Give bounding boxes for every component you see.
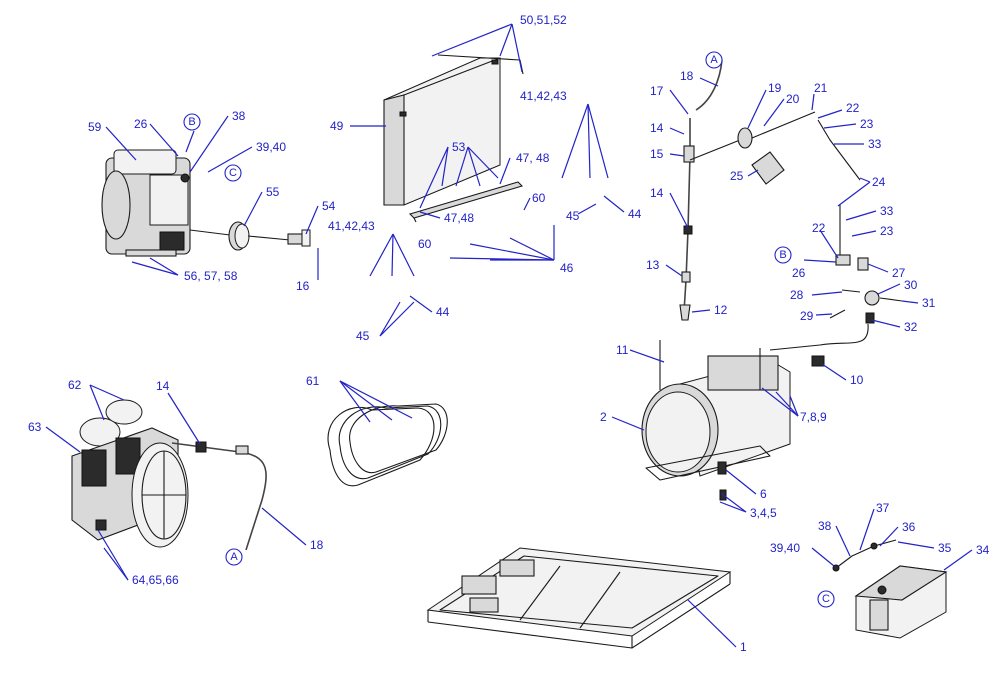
panel-mounting-bracket xyxy=(408,181,524,223)
callout-45-right: 45 xyxy=(566,209,580,223)
callout-28: 28 xyxy=(790,288,804,302)
reference-marker-a-top: A xyxy=(705,51,723,69)
callout-25: 25 xyxy=(730,169,744,183)
pressure-switch-assembly xyxy=(737,111,861,185)
callout-35: 35 xyxy=(938,541,952,555)
callout-49: 49 xyxy=(330,119,344,133)
reference-marker-b-top: B xyxy=(183,113,201,131)
callout-26-right: 26 xyxy=(792,266,806,280)
callout-45-mid: 45 xyxy=(356,329,370,343)
callout-53: 53 xyxy=(452,140,466,154)
base-frame xyxy=(426,547,732,649)
svg-text:B: B xyxy=(188,116,195,128)
engine-pulley xyxy=(228,221,291,251)
callout-18-top: 18 xyxy=(680,69,694,83)
callout-18-left: 18 xyxy=(310,538,324,552)
callout-17: 17 xyxy=(650,84,664,98)
callout-labels: 50,51,52 49 53 47, 48 47,48 60 60 46 41,… xyxy=(28,13,990,654)
callout-47-48-a: 47, 48 xyxy=(516,151,550,165)
callout-15: 15 xyxy=(650,147,664,161)
callout-16: 16 xyxy=(296,279,310,293)
callout-23-b: 23 xyxy=(880,224,894,238)
discharge-line xyxy=(679,59,741,321)
callout-39-40-bottom: 39,40 xyxy=(770,541,800,555)
callout-29: 29 xyxy=(800,309,814,323)
callout-62: 62 xyxy=(68,378,82,392)
callout-60-a: 60 xyxy=(532,191,546,205)
svg-text:A: A xyxy=(710,54,718,66)
svg-text:A: A xyxy=(230,551,238,563)
callout-38-bottom: 38 xyxy=(818,519,832,533)
engine-coupling xyxy=(287,229,311,247)
callout-38-top: 38 xyxy=(232,109,246,123)
callout-39-40-top: 39,40 xyxy=(256,140,286,154)
callout-63: 63 xyxy=(28,420,42,434)
callout-59: 59 xyxy=(88,120,102,134)
callout-14-left: 14 xyxy=(156,379,170,393)
callout-24: 24 xyxy=(872,175,886,189)
callout-27: 27 xyxy=(892,266,906,280)
callout-30: 30 xyxy=(904,278,918,292)
callout-22-a: 22 xyxy=(846,101,860,115)
callout-14-b: 14 xyxy=(650,186,664,200)
unloader-fittings xyxy=(769,205,903,351)
callout-61: 61 xyxy=(306,374,320,388)
svg-text:C: C xyxy=(229,167,237,179)
callout-32: 32 xyxy=(904,320,918,334)
air-tank xyxy=(641,340,825,501)
callout-50-51-52: 50,51,52 xyxy=(520,13,567,27)
callout-1: 1 xyxy=(740,640,747,654)
gas-engine xyxy=(101,149,231,257)
belt-guard-panel xyxy=(383,57,501,206)
callout-54: 54 xyxy=(322,199,336,213)
callout-26-top: 26 xyxy=(134,117,148,131)
reference-marker-c-top: C xyxy=(224,164,242,182)
callout-22-b: 22 xyxy=(812,221,826,235)
callout-23-a: 23 xyxy=(860,117,874,131)
callout-10: 10 xyxy=(850,373,864,387)
callout-3-4-5: 3,4,5 xyxy=(750,506,777,520)
callout-21: 21 xyxy=(814,81,828,95)
callout-14-a: 14 xyxy=(650,121,664,135)
callout-13: 13 xyxy=(646,258,660,272)
fuel-line xyxy=(832,539,897,572)
callout-47-48-b: 47,48 xyxy=(444,211,474,225)
reference-marker-b-right: B xyxy=(774,246,792,264)
reference-marker-a-bottom: A xyxy=(225,548,243,566)
callout-7-8-9: 7,8,9 xyxy=(800,410,827,424)
callout-20: 20 xyxy=(786,92,800,106)
pump-discharge-tube xyxy=(171,441,267,551)
callout-41-42-43-mid: 41,42,43 xyxy=(328,219,375,233)
callout-34: 34 xyxy=(976,543,990,557)
fuel-tank xyxy=(854,565,948,639)
callout-41-42-43-right: 41,42,43 xyxy=(520,89,567,103)
callout-44-mid: 44 xyxy=(436,305,450,319)
callout-60-b: 60 xyxy=(418,237,432,251)
callout-12: 12 xyxy=(714,303,728,317)
leader-lines xyxy=(45,23,973,648)
callout-55: 55 xyxy=(266,185,280,199)
callout-33-a: 33 xyxy=(868,137,882,151)
callout-37: 37 xyxy=(876,501,890,515)
callout-19: 19 xyxy=(768,81,782,95)
callout-33-b: 33 xyxy=(880,204,894,218)
reference-marker-c-bottom: C xyxy=(817,590,835,608)
callout-64-65-66: 64,65,66 xyxy=(132,573,179,587)
callout-46: 46 xyxy=(560,261,574,275)
callout-31: 31 xyxy=(922,296,936,310)
svg-text:C: C xyxy=(822,593,830,605)
svg-text:B: B xyxy=(779,249,786,261)
callout-11: 11 xyxy=(616,343,629,357)
callout-56-57-58: 56, 57, 58 xyxy=(184,269,238,283)
air-compressor-pump xyxy=(71,399,189,548)
callout-36: 36 xyxy=(902,520,916,534)
drive-belts xyxy=(327,403,448,487)
callout-6: 6 xyxy=(760,487,767,501)
callout-44-right: 44 xyxy=(628,207,642,221)
callout-2: 2 xyxy=(600,410,607,424)
